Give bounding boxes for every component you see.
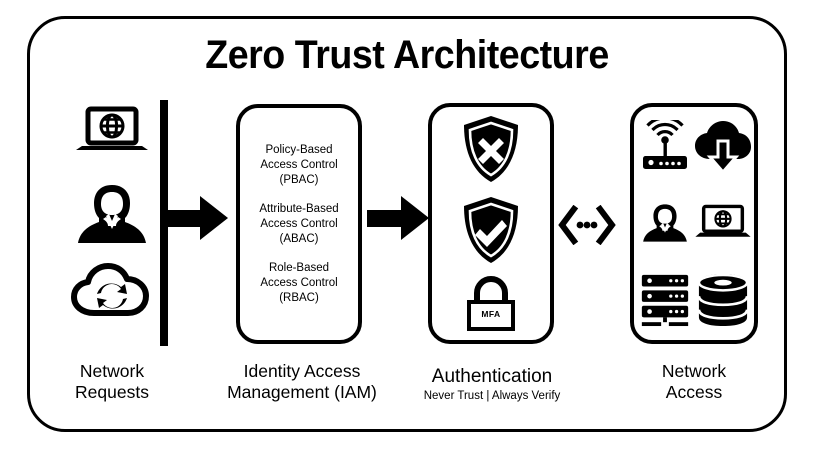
shield-deny-icon	[460, 114, 522, 184]
iam-item-pbac-line2: Access Control	[260, 158, 338, 171]
iam-item-pbac: Policy-Based Access Control (PBAC)	[260, 143, 337, 188]
caption-network-access: Network Access	[628, 361, 760, 403]
iam-panel	[236, 104, 362, 344]
caption-network-access-line1: Network	[661, 361, 727, 381]
caption-network-requests: Network Requests	[42, 361, 182, 403]
caption-iam-line2: Management (IAM)	[227, 382, 377, 402]
bidirectional-dotted-connector	[558, 205, 616, 245]
iam-item-pbac-line1: Policy-Based	[265, 143, 333, 156]
caption-network-access-line2: Access	[665, 382, 723, 402]
authentication-icon-group: MFA	[428, 103, 554, 344]
iam-policy-list: Policy-Based Access Control (PBAC) Attri…	[236, 104, 362, 344]
caption-network-requests-line2: Requests	[75, 382, 149, 402]
iam-item-pbac-line3: (PBAC)	[279, 173, 319, 186]
iam-item-abac-line2: Access Control	[260, 217, 338, 230]
user-icon	[638, 197, 692, 249]
mfa-label: MFA	[481, 309, 501, 320]
vertical-boundary-bar	[160, 100, 168, 346]
caption-authentication-main: Authentication	[431, 366, 553, 387]
diagram-title: Zero Trust Architecture	[205, 33, 609, 77]
caption-authentication: Authentication Never Trust | Always Veri…	[406, 365, 578, 404]
server-rack-icon	[638, 273, 692, 327]
network-access-icon-grid	[630, 103, 758, 344]
caption-authentication-sub: Never Trust | Always Verify	[423, 390, 561, 402]
padlock-mfa-icon: MFA	[460, 275, 522, 333]
caption-iam-line1: Identity Access	[243, 361, 361, 381]
iam-item-rbac-line2: Access Control	[260, 276, 338, 289]
caption-network-requests-line1: Network	[79, 361, 145, 381]
database-icon	[697, 273, 749, 327]
caption-iam: Identity Access Management (IAM)	[222, 361, 382, 403]
user-icon	[70, 183, 154, 245]
iam-item-abac-line3: (ABAC)	[279, 232, 319, 245]
network-requests-icon-group	[70, 105, 154, 345]
cloud-sync-icon	[70, 263, 154, 319]
iam-item-rbac: Role-Based Access Control (RBAC)	[260, 261, 337, 306]
arrow-requests-to-iam	[166, 196, 228, 240]
laptop-globe-icon	[694, 199, 752, 247]
shield-allow-icon	[460, 195, 522, 265]
arrow-iam-to-authentication	[367, 196, 429, 240]
iam-item-abac-line1: Attribute-Based	[259, 202, 339, 215]
iam-item-rbac-line1: Role-Based	[268, 261, 330, 274]
iam-item-abac: Attribute-Based Access Control (ABAC)	[259, 202, 338, 247]
laptop-globe-icon	[70, 105, 154, 165]
iam-item-rbac-line3: (RBAC)	[279, 291, 319, 304]
cloud-download-icon	[694, 121, 752, 174]
wifi-router-icon	[637, 120, 693, 174]
